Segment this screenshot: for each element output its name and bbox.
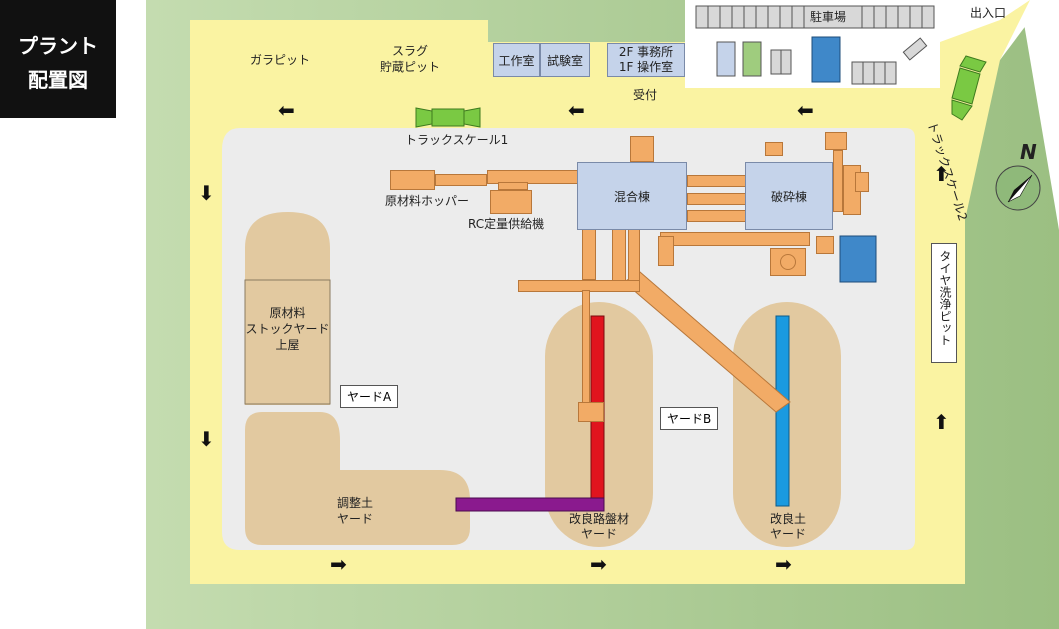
rc-feeder-label: RC定量供給機 [468, 217, 545, 231]
workshop-label: 工作室 [498, 53, 535, 68]
arrow-up-icon: ⬆ [933, 410, 950, 434]
parked-truck [811, 36, 841, 83]
parked-blue-vehicle [716, 41, 736, 77]
road-yard-label-1: 改良路盤材 [568, 512, 629, 526]
north-label: N [1020, 140, 1037, 164]
stock-yard-roof [244, 279, 331, 405]
parking-label: 駐車場 [810, 10, 847, 24]
link-mix-crush-1 [687, 175, 747, 187]
tire-wash-label: タイヤ洗浄ピット [938, 250, 952, 346]
slag-pit-label-1: スラグ [391, 44, 428, 58]
mixer-top-box [630, 136, 654, 162]
rc-feeder-body [490, 190, 532, 214]
soil-yard-label-2: ヤード [769, 527, 806, 541]
stock-yard-label-2: ストックヤード [245, 322, 330, 336]
gate-barrier [902, 37, 928, 61]
arrow-down-icon: ⬇ [198, 181, 215, 205]
link-mix-crush-3 [687, 210, 747, 222]
office-building: 2F 事務所 1F 操作室 [607, 43, 685, 77]
crushing-building-label: 破砕棟 [770, 189, 807, 204]
stock-yard-label-3: 上屋 [275, 338, 300, 352]
hopper-pipe-2 [435, 174, 487, 186]
office-label-2f: 2F 事務所 [618, 45, 674, 59]
entrance-label: 出入口 [970, 6, 1007, 20]
arrow-left-icon: ⬅ [797, 98, 814, 122]
mixing-building-label: 混合棟 [613, 189, 650, 204]
adjust-yard-label-1: 調整土 [336, 496, 373, 510]
crusher-drum-circle [780, 254, 796, 270]
raw-hopper-label: 原材料ホッパー [385, 194, 470, 208]
tire-wash-pit: タイヤ洗浄ピット [931, 243, 957, 363]
parking-label-bg [803, 5, 863, 29]
crusher-side-3 [855, 172, 869, 192]
crusher-top-box-2 [825, 132, 847, 150]
mixing-building: 混合棟 [577, 162, 687, 230]
arrow-right-icon: ➡ [330, 552, 347, 576]
adjust-yard-label-2: ヤード [336, 512, 373, 526]
test-room-label: 試験室 [546, 53, 583, 68]
workshop-room: 工作室 [493, 43, 540, 77]
title-line-2: 配置図 [28, 68, 88, 92]
purple-conveyor [455, 497, 605, 512]
title-block: プラント 配置図 [0, 0, 116, 118]
slag-pit-label-2: 貯蔵ピット [379, 60, 440, 74]
arrow-down-icon: ⬇ [198, 427, 215, 451]
yard-b-label: ヤードB [660, 407, 719, 430]
mixer-down-3 [628, 228, 640, 282]
crusher-top-box-1 [765, 142, 783, 156]
truck-scale-2-shape [951, 55, 987, 121]
parking-stalls-mid [770, 49, 897, 85]
hopper-pipe-1 [390, 170, 435, 190]
office-label-1f: 1F 操作室 [618, 60, 674, 74]
truck-scale-1-shape [415, 107, 481, 128]
mixer-down-1 [582, 228, 596, 280]
crusher-lower-2 [658, 236, 674, 266]
arrow-right-icon: ➡ [775, 552, 792, 576]
reception-label: 受付 [633, 88, 658, 102]
soil-yard-label-1: 改良土 [769, 512, 806, 526]
adjust-yard-shape [245, 412, 470, 545]
parked-green-vehicle [742, 41, 762, 77]
crusher-small-box [816, 236, 834, 254]
arrow-left-icon: ⬅ [568, 98, 585, 122]
mixer-down-2 [612, 228, 626, 282]
blue-tank [839, 235, 877, 283]
arrow-up-icon: ⬆ [933, 162, 950, 186]
arrow-left-icon: ⬅ [278, 98, 295, 122]
truck-scale-1-label: トラックスケール1 [405, 133, 509, 147]
test-room: 試験室 [540, 43, 590, 77]
title-line-1: プラント [18, 34, 98, 58]
compass-needle-tail [1007, 174, 1033, 203]
road-yard-label-2: ヤード [580, 527, 617, 541]
yard-a-label: ヤードA [340, 385, 399, 408]
arrow-right-icon: ➡ [590, 552, 607, 576]
parking-stalls-top [695, 5, 935, 29]
horizontal-conveyor [518, 280, 640, 292]
gara-pit-label: ガラピット [250, 53, 311, 67]
crusher-side-1 [833, 150, 843, 212]
stock-yard-label-1: 原材料 [269, 306, 306, 320]
conveyor-joint [578, 402, 604, 422]
crushing-building: 破砕棟 [745, 162, 833, 230]
link-mix-crush-2 [687, 193, 747, 205]
rc-feeder-link [498, 182, 528, 190]
vertical-conveyor [582, 290, 590, 420]
crusher-lower-1 [660, 232, 810, 246]
